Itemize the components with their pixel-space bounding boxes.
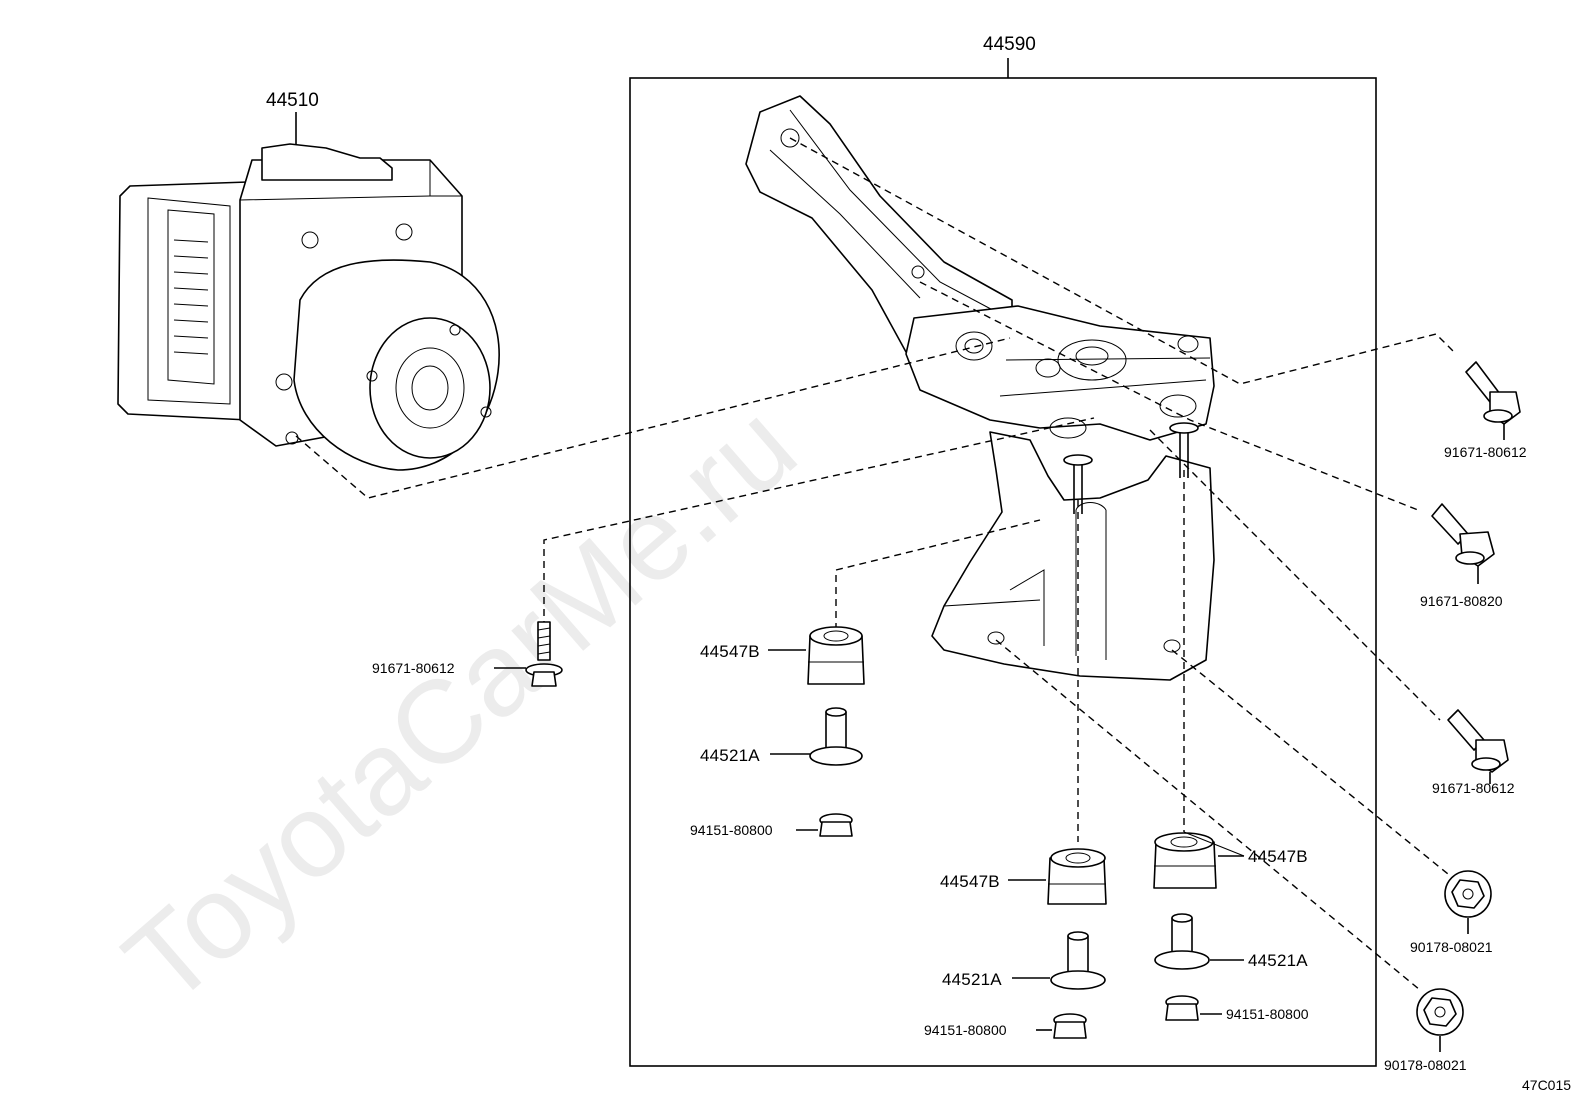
nut-right-2: 90178-08021 (1384, 988, 1467, 1073)
label-bolt-right-mid: 91671-80820 (1420, 593, 1503, 609)
label-bracket: 44590 (983, 34, 1036, 55)
label-collar-mid: 44521A (942, 970, 1002, 989)
abs-actuator: 44510 (117, 90, 500, 471)
bracket-assembly-frame (629, 77, 1377, 1067)
label-nut-mid: 94151-80800 (924, 1022, 1007, 1038)
label-cushion-left: 44547B (700, 642, 760, 661)
watermark: ToyotaCarMe.ru (100, 379, 820, 1029)
label-nut-right: 94151-80800 (1226, 1006, 1309, 1022)
label-bolt-right-low: 91671-80612 (1432, 780, 1515, 796)
label-bolt-right-top: 91671-80612 (1444, 444, 1527, 460)
bolt-left: 91671-80612 (372, 621, 563, 687)
bolt-right-low: 91671-80612 (1432, 709, 1515, 796)
label-nut-right-2: 90178-08021 (1384, 1057, 1467, 1073)
diagram-code: 47C015 (1522, 1077, 1571, 1093)
bracket (745, 95, 1215, 681)
label-nut-left: 94151-80800 (690, 822, 773, 838)
bolt-right-top: 91671-80612 (1444, 361, 1527, 460)
label-collar-right: 44521A (1248, 951, 1308, 970)
nut-right-1: 90178-08021 (1410, 870, 1493, 955)
label-bolt-left: 91671-80612 (372, 660, 455, 676)
cushion-stack-mid: 44547B 44521A 94151-80800 (924, 848, 1107, 1039)
label-actuator: 44510 (266, 90, 319, 111)
label-cushion-mid: 44547B (940, 872, 1000, 891)
guide-lines (295, 137, 1455, 991)
label-nut-right-1: 90178-08021 (1410, 939, 1493, 955)
bolt-right-mid: 91671-80820 (1420, 503, 1503, 609)
label-collar-left: 44521A (700, 746, 760, 765)
label-cushion-right: 44547B (1248, 847, 1308, 866)
cushion-stack-right: 44547B 44521A 94151-80800 (1153, 831, 1309, 1022)
cushion-stack-left: 44547B 44521A 94151-80800 (690, 626, 865, 838)
